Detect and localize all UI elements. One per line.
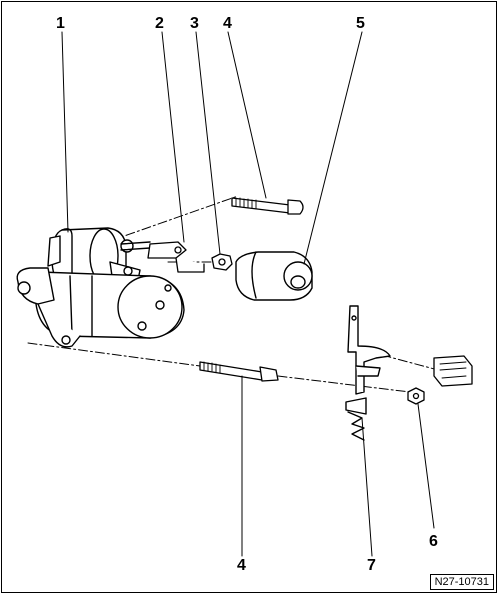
figure-id-label: N27-10731: [429, 574, 494, 590]
callout-4-top: 4: [223, 15, 232, 32]
axis-upper-bolt: [109, 195, 239, 242]
bracket: [345, 305, 391, 441]
solenoid-ring: [61, 228, 73, 281]
callout-3: 3: [190, 15, 199, 32]
axis-lower-left: [27, 342, 201, 367]
mounting-hole: [17, 281, 31, 295]
bolt-upper: [231, 197, 304, 215]
callout-7: 7: [367, 557, 376, 574]
leader-lines: [61, 31, 435, 557]
axis-lower-right: [277, 375, 419, 394]
hex-nut: [211, 253, 233, 271]
callout-1: 1: [56, 15, 65, 32]
housing-seams: [69, 275, 93, 337]
starter-motor: [16, 227, 185, 348]
callout-4-bottom: 4: [237, 557, 246, 574]
terminal-stud-shaft: [120, 241, 151, 251]
solenoid-tab: [47, 235, 61, 267]
axis-connector: [381, 354, 439, 371]
callout-6: 6: [429, 533, 438, 550]
motor-end-cap: [117, 275, 183, 339]
protective-cap: [235, 251, 313, 301]
terminal-connection: [147, 241, 205, 273]
callout-5: 5: [356, 15, 365, 32]
mounting-foot: [37, 303, 81, 348]
electrical-connector: [433, 355, 473, 387]
bolt-lower: [199, 361, 279, 382]
callout-2: 2: [155, 15, 164, 32]
small-nut: [407, 387, 425, 405]
